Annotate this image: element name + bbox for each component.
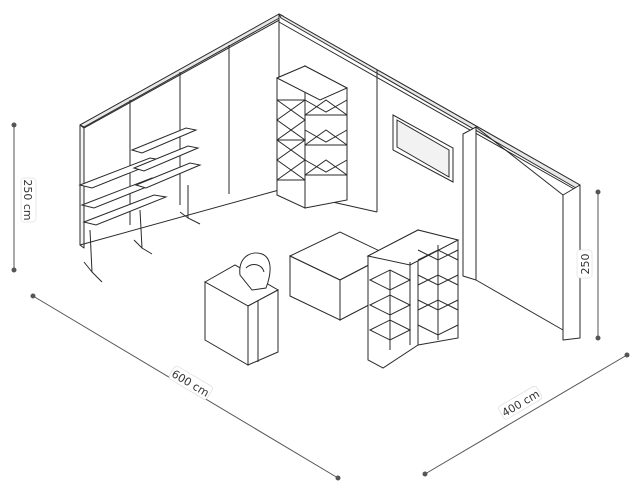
shelf-lower-left — [82, 194, 168, 226]
shelf-upper-right — [130, 127, 198, 154]
dimension-height-right-label: 250 — [579, 254, 592, 275]
front-cabinet — [203, 264, 280, 366]
dimension-height-left-bottom-dot — [11, 267, 17, 273]
dimension-lines — [11, 122, 630, 481]
triangle-shelf-unit-back — [275, 65, 349, 209]
right-wall-floor-edge — [475, 279, 564, 331]
front-unit-lattice — [368, 245, 459, 350]
left-wall-face — [79, 124, 85, 249]
right-wall-inner-line — [475, 126, 564, 196]
right-end-wall — [562, 184, 581, 341]
dimension-depth-end-dot — [624, 352, 630, 358]
dimension-height-right-top-dot — [595, 189, 601, 195]
unit-top — [275, 65, 349, 101]
unit-lattice — [276, 99, 348, 181]
dimension-height-left-label: 250 cm — [21, 179, 34, 220]
wall-display — [392, 114, 454, 183]
shelf-leg-3 — [179, 185, 201, 225]
dimension-width-end-dot — [335, 475, 341, 481]
shelf-leg-2 — [133, 209, 153, 255]
dimension-width-start-dot — [30, 293, 36, 299]
left-wall-floor-edge — [79, 189, 280, 246]
right-partition-wall — [462, 126, 477, 281]
dimension-depth-start-dot — [422, 471, 428, 477]
front-unit-top — [366, 229, 460, 266]
triangle-shelf-unit-front — [366, 229, 460, 369]
shelf-lower-right — [134, 162, 202, 189]
dimension-height-left-top-dot — [11, 122, 17, 128]
dimension-depth-line — [424, 354, 628, 475]
display-screen — [396, 119, 450, 178]
cabinet-side — [247, 289, 279, 366]
chair-seat-edge — [245, 264, 265, 273]
back-wall-left-top-edge — [79, 13, 284, 128]
wall-shelving — [78, 127, 202, 283]
shelf-middle-right — [132, 145, 200, 172]
chair-shell — [239, 252, 271, 291]
dimension-height-right-bottom-dot — [595, 335, 601, 341]
shelf-leg-1 — [83, 229, 103, 283]
chair — [239, 252, 271, 291]
